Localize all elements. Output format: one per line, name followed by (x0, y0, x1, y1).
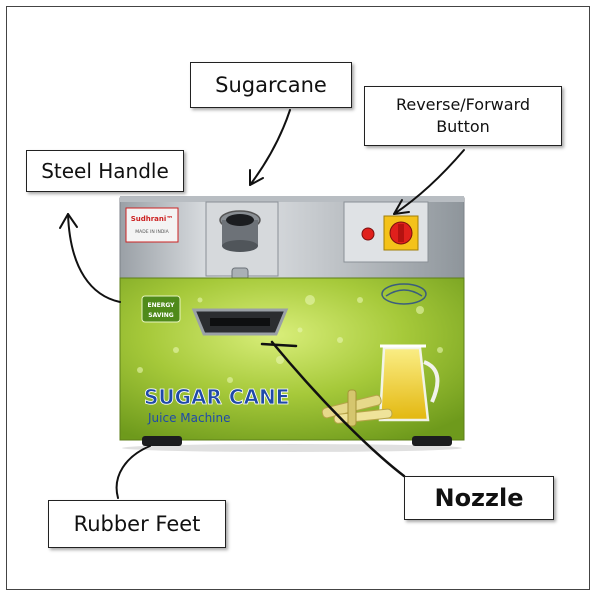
arrow-handle (67, 213, 121, 303)
rubber-foot-right (412, 436, 452, 446)
label-reverse-forward-button: Reverse/Forward Button (364, 86, 562, 146)
arrow-sugarcane (249, 109, 291, 186)
label-nozzle: Nozzle (404, 476, 554, 520)
energy-saving-badge (141, 295, 181, 323)
rubber-foot-left (142, 436, 182, 446)
nozzle-slot (210, 318, 270, 326)
label-steel-handle: Steel Handle (26, 150, 184, 192)
brand-plate-text: Sudhrani™ (131, 215, 174, 223)
sugarcane-sticks (321, 389, 393, 427)
label-rubber-feet: Rubber Feet (48, 500, 226, 548)
steel-top-edge (120, 196, 464, 202)
indicator-light (361, 227, 375, 241)
brand-logo (381, 283, 427, 305)
arrow-nozzle (270, 340, 406, 478)
juice-jug (378, 346, 430, 422)
badge-line2: SAVING (148, 312, 173, 319)
arrow-feet (115, 445, 151, 499)
label-sugarcane: Sugarcane (190, 62, 352, 108)
cane-inlet-base (222, 240, 258, 252)
badge-line1: ENERGY (148, 302, 176, 309)
machine-subtitle: Juice Machine (147, 411, 231, 425)
jug-handle (423, 360, 440, 403)
brand-plate (125, 207, 179, 243)
arrow-button (393, 149, 465, 215)
brand-plate-subtext: MADE IN INDIA (135, 229, 169, 235)
machine-shadow (122, 444, 462, 452)
machine-title: SUGAR CANE (144, 385, 289, 409)
diagram-frame (6, 6, 590, 590)
switch-lever (398, 224, 404, 242)
cane-inlet-mouth (226, 214, 254, 226)
